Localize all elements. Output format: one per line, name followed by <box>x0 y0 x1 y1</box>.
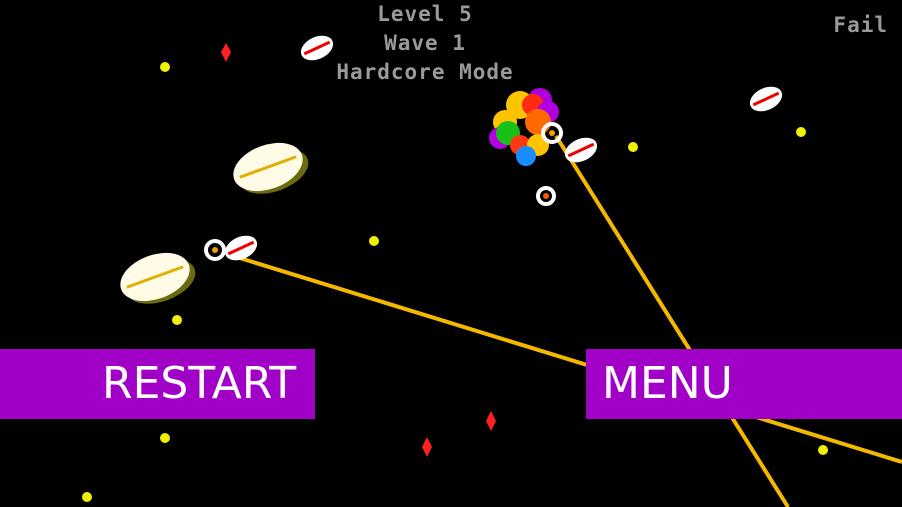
level-label: Level 5 <box>377 2 473 26</box>
player-ship <box>204 122 563 261</box>
menu-button[interactable]: MENU <box>586 349 902 419</box>
hud-info: Level 5 Wave 1 Hardcore Mode <box>300 0 550 87</box>
status-label: Fail <box>833 13 888 37</box>
yellow-pellet <box>82 62 828 502</box>
laser-beam <box>229 253 902 464</box>
wave-label: Wave 1 <box>384 31 466 55</box>
menu-label: MENU <box>602 358 733 409</box>
restart-label: RESTART <box>102 358 297 409</box>
white-disc-enemy <box>224 35 783 261</box>
laser-beam <box>554 134 790 507</box>
red-gem <box>221 43 496 457</box>
restart-button[interactable]: RESTART <box>0 349 315 419</box>
mode-label: Hardcore Mode <box>336 60 514 84</box>
balloon-cluster <box>489 88 559 166</box>
cream-disc-enemy <box>120 142 309 304</box>
